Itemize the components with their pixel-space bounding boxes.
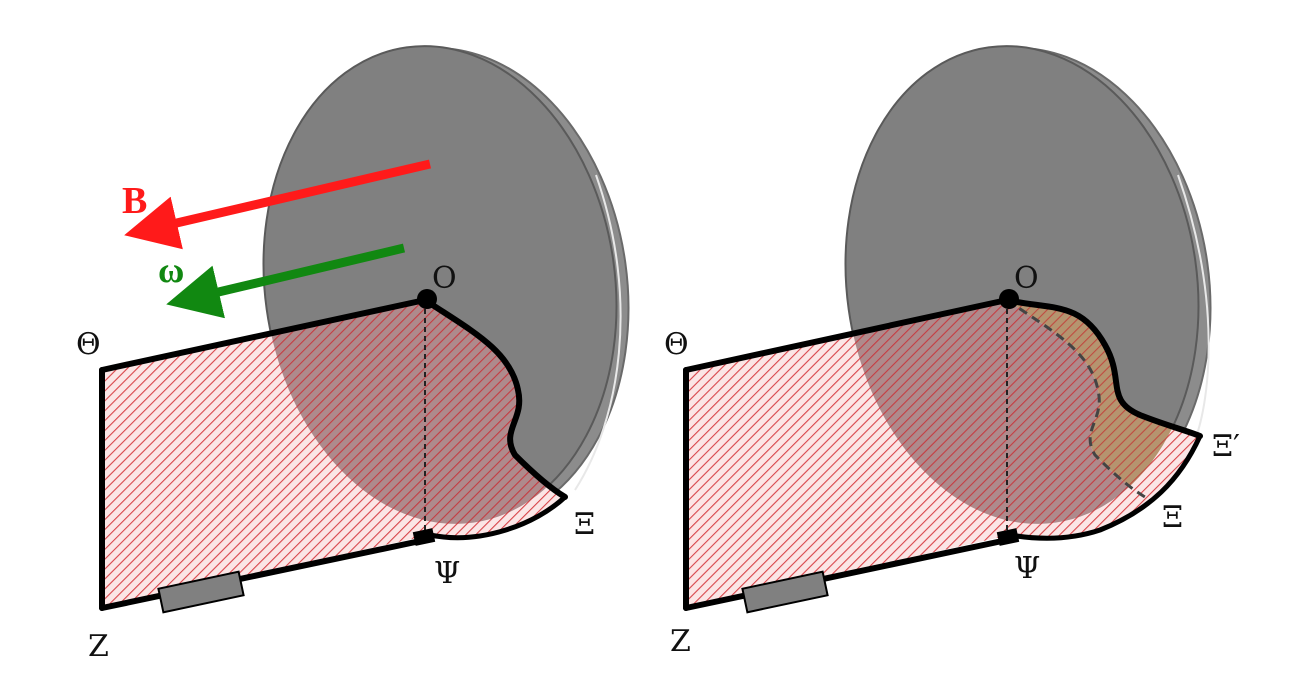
- right-wire-curve: [1004, 297, 1203, 439]
- omega-arrow: [166, 243, 406, 319]
- right-panel: O Θ Z Ψ Ξ Ξ′: [664, 45, 1240, 659]
- right-contact-O: [999, 289, 1019, 309]
- left-disc-rim-highlight: [574, 174, 622, 491]
- right-resistor: [741, 570, 829, 614]
- right-disc-rim-highlight: [1177, 174, 1210, 441]
- right-label-Xi-prime: Ξ′: [1212, 429, 1240, 464]
- right-label-Z: Z: [670, 624, 691, 659]
- left-resistor: [157, 570, 245, 614]
- left-label-Psi: Ψ: [434, 556, 460, 591]
- right-label-Xi: Ξ: [1162, 500, 1183, 535]
- left-disc-arc: [427, 494, 568, 541]
- left-label-O: O: [432, 261, 457, 296]
- right-old-wire-dashed: [1006, 298, 1146, 499]
- left-wire-curve: [422, 297, 568, 500]
- right-label-O: O: [1014, 261, 1039, 296]
- left-panel: B ω O Θ Z Ψ Ξ: [76, 45, 630, 664]
- left-contact-Psi: [412, 528, 436, 546]
- field-label: B: [122, 180, 147, 222]
- right-label-Psi: Ψ: [1014, 551, 1040, 586]
- left-contact-O: [417, 289, 437, 309]
- right-disc-arc: [1007, 433, 1203, 541]
- right-label-Theta: Θ: [664, 327, 689, 362]
- left-label-Theta: Θ: [76, 327, 101, 362]
- right-swept-region: [1007, 300, 1200, 497]
- left-wire-bottom: [99, 537, 428, 611]
- omega-label: ω: [158, 250, 184, 290]
- right-wire-top: [683, 297, 1010, 373]
- right-contact-Psi: [996, 528, 1020, 546]
- right-wire-bottom: [683, 537, 1010, 611]
- field-arrow: [124, 159, 432, 250]
- left-label-Xi: Ξ: [574, 507, 595, 542]
- left-label-Z: Z: [88, 629, 109, 664]
- left-wire-top: [99, 297, 428, 373]
